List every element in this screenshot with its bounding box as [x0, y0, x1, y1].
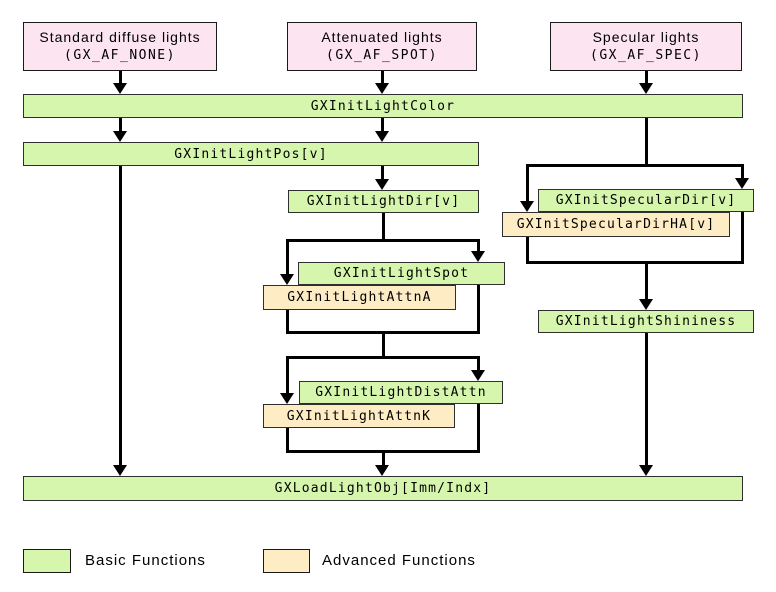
light-type-specular: Specular lights (GX_AF_SPEC)	[550, 22, 742, 71]
rail-merge1	[286, 331, 480, 334]
node-gxinitlightshininess: GXInitLightShininess	[538, 310, 754, 333]
arrowhead-pos-dir	[375, 179, 389, 190]
legend-basic-swatch	[23, 549, 71, 573]
connector-split2-to-distattn	[477, 356, 480, 372]
light-type-attenuated: Attenuated lights (GX_AF_SPOT)	[287, 22, 477, 71]
connector-color-to-pos-mid	[381, 118, 384, 133]
arrowhead-shininess	[639, 299, 653, 310]
arrowhead-load-right	[639, 465, 653, 476]
connector-merge2-to-load	[382, 450, 385, 467]
arrowhead-attnk	[280, 393, 294, 404]
arrowhead-spot	[471, 251, 485, 262]
light-type-specular-code: (GX_AF_SPEC)	[590, 48, 702, 64]
light-type-specular-name: Specular lights	[592, 28, 700, 45]
node-gxinitlightcolor: GXInitLightColor	[23, 94, 743, 118]
rail-split1	[286, 239, 480, 242]
arrowhead-load-mid	[375, 465, 389, 476]
legend-advanced-swatch	[263, 549, 310, 573]
arrowhead-specdir	[735, 178, 749, 189]
connector-distattn-to-merge2	[477, 404, 480, 453]
arrowhead-attna	[280, 274, 294, 285]
connector-pos-to-dir	[381, 166, 384, 182]
legend-basic-label: Basic Functions	[85, 552, 206, 569]
connector-color-to-specsplit	[645, 118, 648, 167]
node-gxinitlightattnk: GXInitLightAttnK	[263, 404, 455, 428]
connector-attenuated-to-color	[381, 71, 384, 86]
light-type-attenuated-code: (GX_AF_SPOT)	[326, 48, 438, 64]
arrowhead-attenuated-color	[375, 83, 389, 94]
connector-dir-to-split1	[382, 213, 385, 242]
rail-spec-split	[526, 164, 744, 167]
arrowhead-load-left	[113, 465, 127, 476]
connector-diffuse-to-color	[119, 71, 122, 86]
connector-split1-to-spot	[477, 239, 480, 253]
connector-specular-to-color	[645, 71, 648, 86]
connector-merge1-to-split2	[382, 331, 385, 359]
node-gxloadlightobj: GXLoadLightObj[Imm/Indx]	[23, 476, 743, 501]
node-gxinitlightdistattn: GXInitLightDistAttn	[299, 381, 503, 404]
legend-advanced-label: Advanced Functions	[322, 552, 476, 569]
arrowhead-specdirha	[520, 201, 534, 212]
node-gxinitlightdir: GXInitLightDir[v]	[288, 190, 479, 213]
rail-spec-merge	[526, 261, 744, 264]
light-type-standard-diffuse: Standard diffuse lights (GX_AF_NONE)	[23, 22, 217, 71]
light-type-standard-diffuse-code: (GX_AF_NONE)	[64, 48, 176, 64]
node-gxinitspeculardir: GXInitSpecularDir[v]	[538, 189, 754, 212]
rail-split2	[286, 356, 480, 359]
connector-specsplit-to-specdir	[741, 164, 744, 180]
connector-attnk-to-merge2	[286, 428, 289, 453]
node-gxinitlightspot: GXInitLightSpot	[298, 262, 505, 285]
connector-specsplit-to-specdirha	[526, 164, 529, 203]
connector-spot-to-merge1	[477, 285, 480, 334]
light-type-standard-diffuse-name: Standard diffuse lights	[39, 28, 201, 45]
connector-pos-to-load	[119, 166, 122, 467]
light-type-attenuated-name: Attenuated lights	[321, 28, 443, 45]
node-gxinitlightpos: GXInitLightPos[v]	[23, 142, 479, 166]
rail-merge2	[286, 450, 480, 453]
arrowhead-diffuse-color	[113, 83, 127, 94]
connector-specdirha-to-merge3	[526, 237, 529, 264]
arrowhead-specular-color	[639, 83, 653, 94]
connector-merge3-to-shininess	[645, 261, 648, 301]
connector-split2-to-attnk	[286, 356, 289, 395]
connector-color-to-pos-left	[119, 118, 122, 133]
node-gxinitlightattna: GXInitLightAttnA	[263, 285, 456, 310]
connector-specdir-to-merge3	[741, 212, 744, 264]
arrowhead-color-pos-mid	[375, 131, 389, 142]
connector-attna-to-merge1	[286, 310, 289, 334]
node-gxinitspeculardirha: GXInitSpecularDirHA[v]	[502, 212, 730, 237]
connector-split1-to-attna	[286, 239, 289, 276]
connector-shininess-to-load	[645, 333, 648, 467]
arrowhead-color-pos-left	[113, 131, 127, 142]
arrowhead-distattn	[471, 370, 485, 381]
